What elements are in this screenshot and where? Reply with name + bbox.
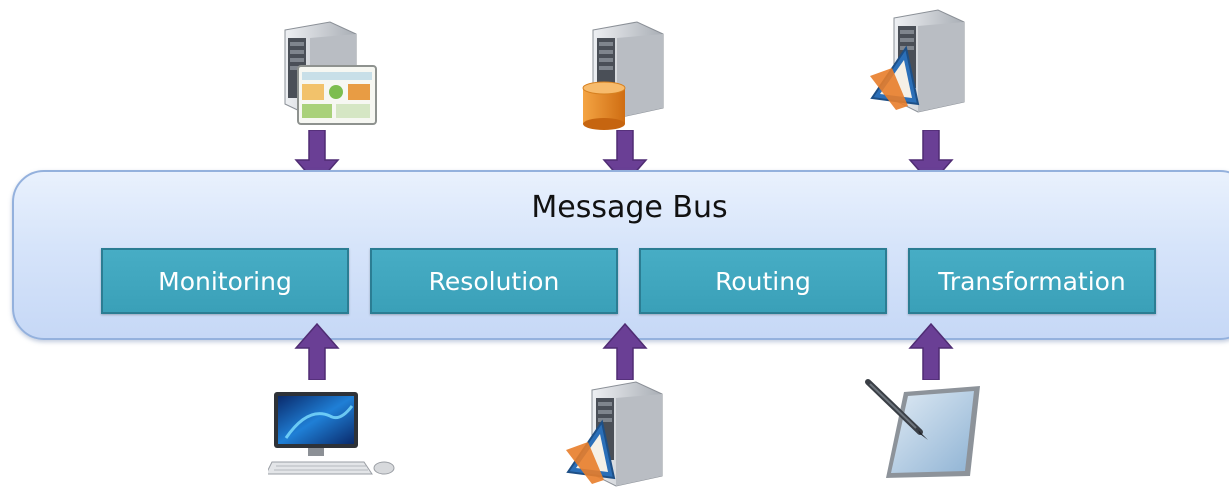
module-resolution: Resolution [370,248,618,314]
pen-tablet-icon [865,379,980,478]
desktop-computer-icon [268,392,395,475]
arrow-up-icon [602,322,648,380]
server-designer-icon [566,381,663,487]
module-monitoring: Monitoring [101,248,349,314]
arrow-up-icon [908,322,954,380]
module-routing: Routing [639,248,887,314]
module-transformation: Transformation [908,248,1156,314]
server-database-icon [582,21,664,130]
bus-title: Message Bus [531,190,728,225]
server-designer-icon [870,9,965,113]
arrow-up-icon [294,322,340,380]
server-dashboard-icon [284,21,377,125]
